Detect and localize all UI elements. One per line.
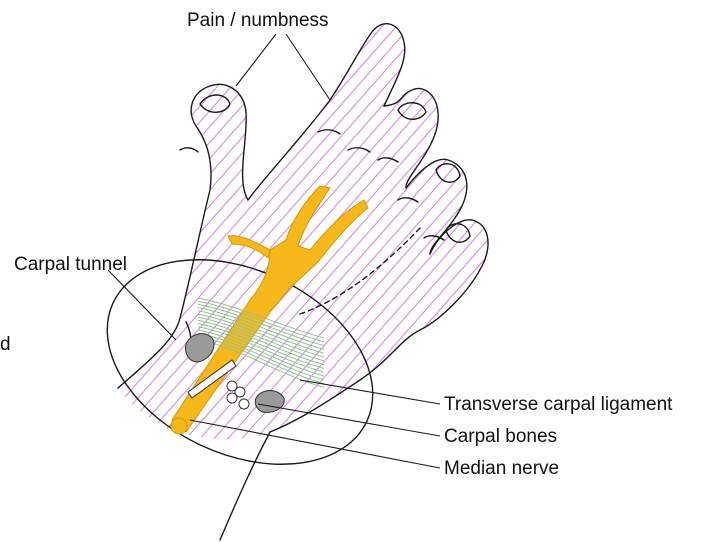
hatch-line <box>610 20 710 450</box>
hatch-line <box>0 20 80 450</box>
hatch-line <box>624 20 710 450</box>
hatch-line <box>666 20 710 450</box>
hatch-line <box>92 20 472 450</box>
label-carpal-bones: Carpal bones <box>444 426 557 447</box>
hatch-line <box>470 20 710 450</box>
label-edge-fragment: d <box>0 334 11 355</box>
hatch-line <box>0 20 122 450</box>
hatch-line <box>344 20 710 450</box>
hatch-line <box>484 20 710 450</box>
hatch-line <box>78 20 458 450</box>
label-median-nerve: Median nerve <box>444 458 559 479</box>
hatch-line <box>638 20 710 450</box>
label-pain-numbness: Pain / numbness <box>187 10 329 31</box>
numbness-hatching <box>0 20 710 450</box>
hatch-line <box>680 20 710 450</box>
hatch-line <box>358 20 710 450</box>
hatch-line <box>540 20 710 450</box>
hatch-line <box>442 20 710 450</box>
hatch-line <box>50 20 430 450</box>
hatch-line <box>596 20 710 450</box>
label-carpal-tunnel: Carpal tunnel <box>14 254 127 275</box>
hatch-line <box>400 20 710 450</box>
hatch-line <box>0 20 220 450</box>
hatch-line <box>0 20 304 450</box>
hatch-line <box>36 20 416 450</box>
hatch-line <box>582 20 710 450</box>
hatch-line <box>0 20 136 450</box>
hatch-line <box>652 20 710 450</box>
hatch-line <box>0 20 94 450</box>
hatch-line <box>526 20 710 450</box>
hatch-line <box>554 20 710 450</box>
hatch-line <box>190 20 570 450</box>
hatch-line <box>568 20 710 450</box>
hatch-line <box>694 20 710 450</box>
hatch-line <box>386 20 710 450</box>
hatch-line <box>0 20 108 450</box>
hatch-line <box>456 20 710 450</box>
label-transverse-carpal-ligament: Transverse carpal ligament <box>444 394 673 415</box>
hatch-line <box>0 20 360 450</box>
hatch-line <box>218 20 598 450</box>
hatch-line <box>414 20 710 450</box>
hatch-line <box>246 20 626 450</box>
hatch-line <box>0 20 206 450</box>
hatch-line <box>0 20 164 450</box>
hatch-line <box>0 20 318 450</box>
hatch-line <box>0 20 178 450</box>
hatch-line <box>512 20 710 450</box>
hatch-line <box>498 20 710 450</box>
